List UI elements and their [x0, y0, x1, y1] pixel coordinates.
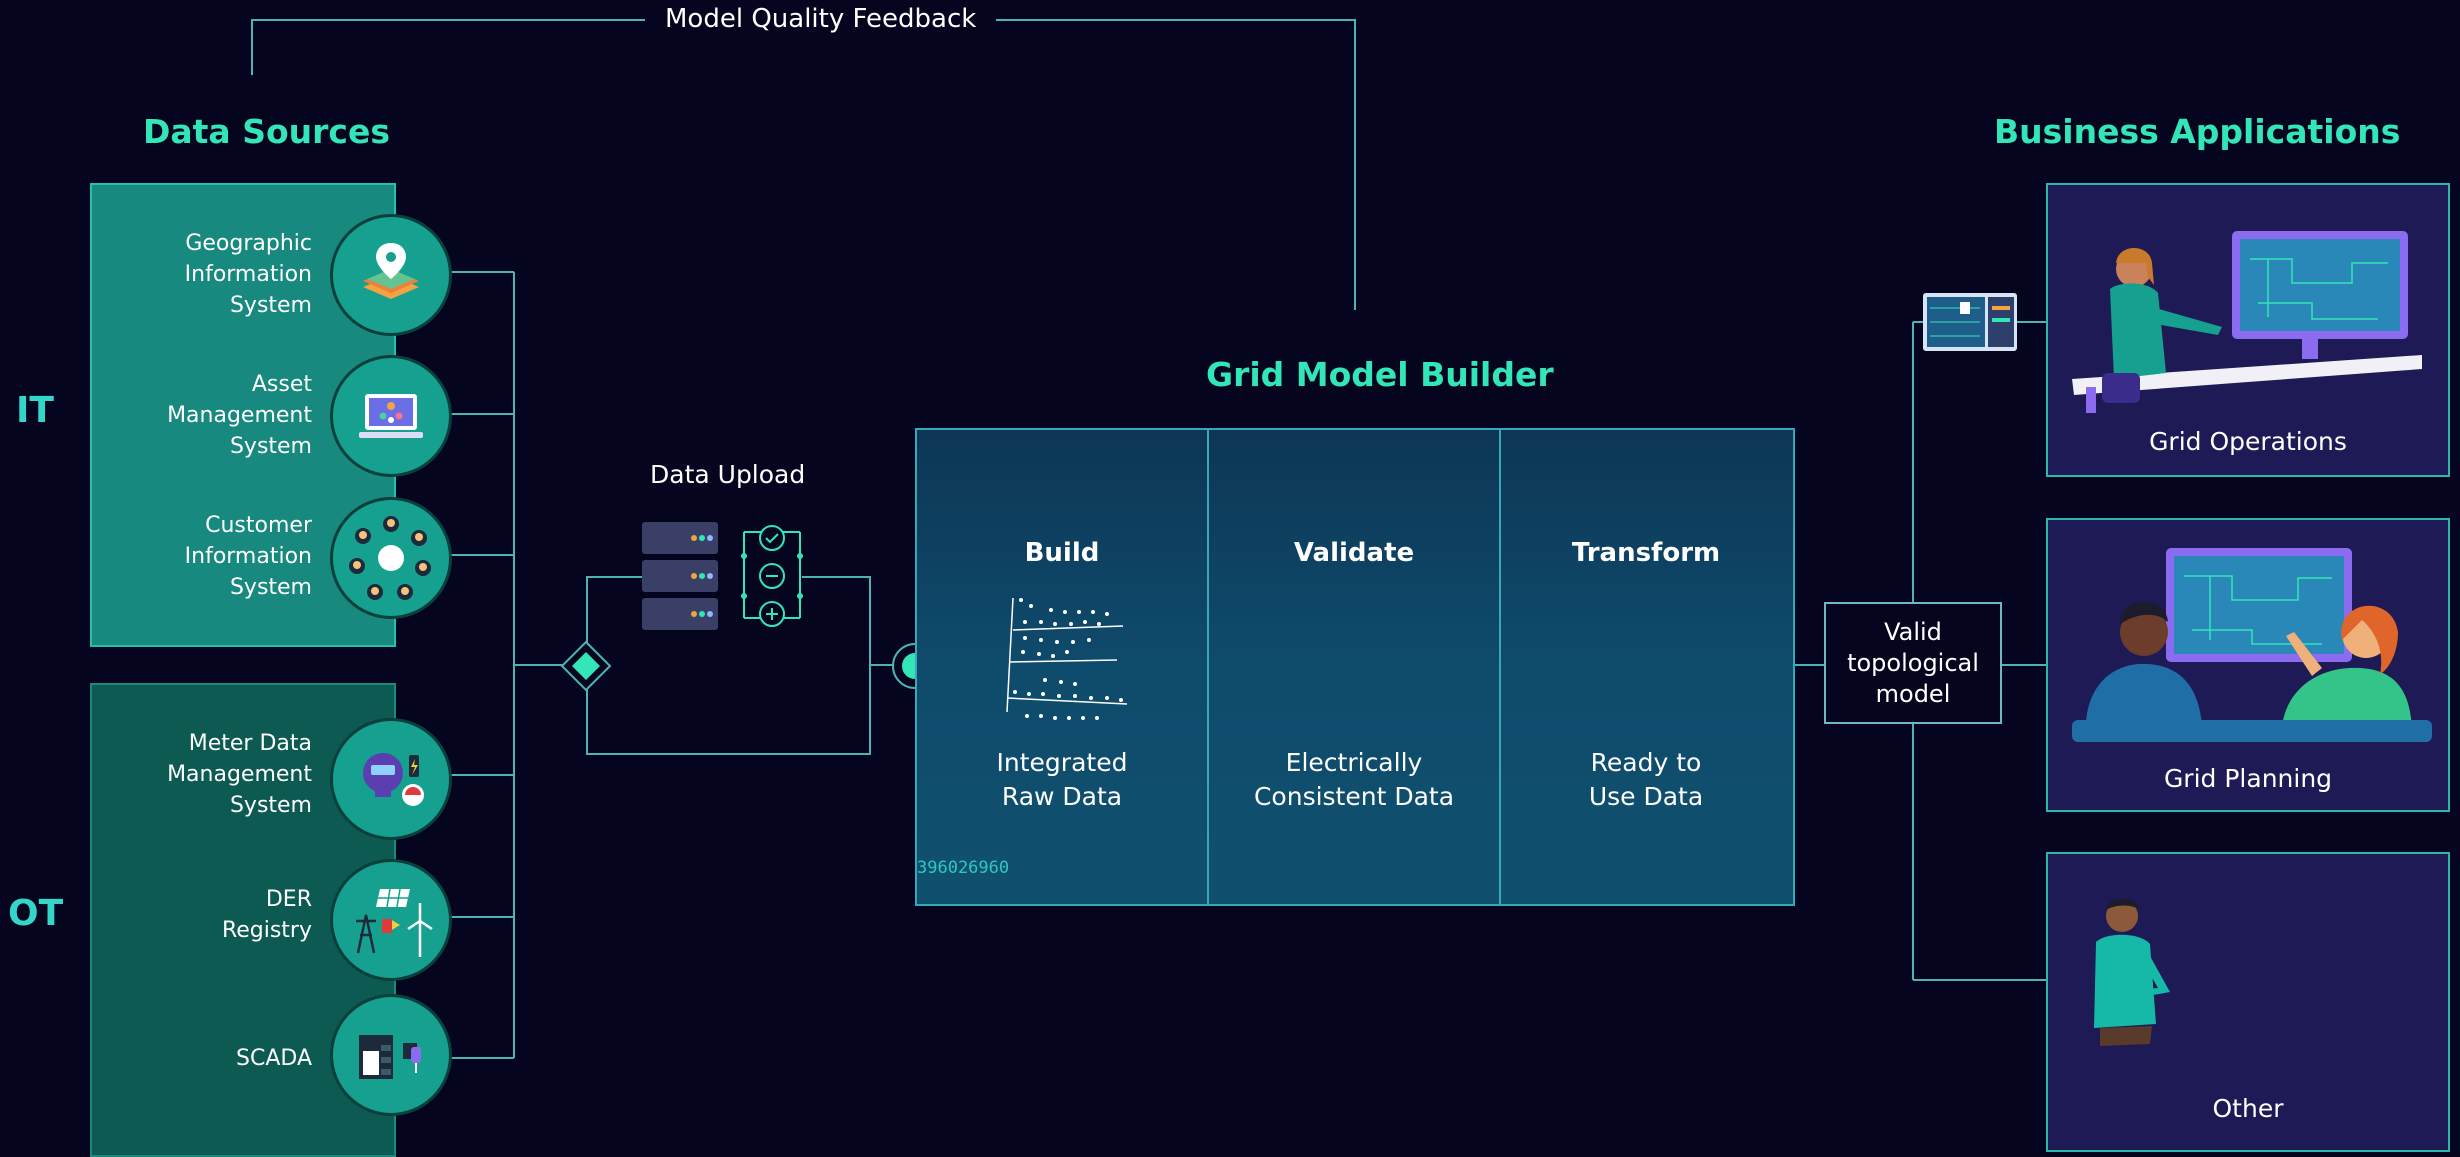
it-label: IT — [16, 390, 54, 431]
source-label-gis: Geographic Information System — [184, 231, 312, 318]
step-transform-title: Transform — [1571, 538, 1721, 568]
app-grid-planning[interactable]: Grid Planning — [2046, 518, 2450, 812]
source-gis[interactable] — [330, 214, 452, 336]
dashboard-thumbnail-icon — [1923, 293, 2017, 351]
app-grid-operations[interactable]: Grid Operations — [2046, 183, 2450, 477]
check-icon — [759, 525, 785, 551]
server-icon — [642, 522, 718, 630]
step-transform-desc: Ready to Use Data — [1588, 748, 1704, 811]
app-grid-planning-label: Grid Planning — [2163, 764, 2333, 793]
raw-data-scatter-icon — [1006, 597, 1128, 720]
source-label-ams: Asset Management System — [167, 372, 312, 459]
source-ams[interactable] — [330, 355, 452, 477]
laptop-icon — [359, 394, 423, 438]
planning-team-icon — [2072, 548, 2432, 742]
step-validate-desc: Electrically Consistent Data — [1253, 748, 1455, 811]
person-icon — [2094, 898, 2170, 1046]
grid-model-builder-title: Grid Model Builder — [1206, 355, 1554, 394]
meter-icon — [363, 753, 424, 806]
builder-code-text: 396026960 — [917, 858, 1010, 878]
source-mdms[interactable] — [330, 718, 452, 840]
data-sources-title: Data Sources — [143, 112, 390, 151]
source-scada[interactable] — [330, 994, 452, 1116]
app-grid-operations-label: Grid Operations — [2149, 427, 2347, 456]
ot-label: OT — [8, 893, 64, 934]
people-network-icon — [349, 516, 431, 600]
builder-divider-1 — [1207, 430, 1209, 904]
app-other-label: Other — [2212, 1094, 2284, 1123]
step-build-title: Build — [1024, 538, 1100, 568]
gateway-diamond — [560, 640, 612, 692]
app-other[interactable]: Other — [2046, 852, 2450, 1152]
source-label-der: DER Registry — [221, 887, 312, 943]
map-pin-icon — [363, 243, 419, 299]
feedback-label: Model Quality Feedback — [645, 4, 997, 34]
scada-icon — [359, 1035, 421, 1079]
source-der[interactable] — [330, 859, 452, 981]
grid-model-builder-panel: Build Validate Transform Integrated Raw … — [915, 428, 1795, 906]
source-label-scada: SCADA — [236, 1046, 312, 1071]
step-validate-title: Validate — [1293, 538, 1415, 568]
solar-wind-icon — [356, 888, 433, 957]
operator-desk-icon — [2072, 231, 2422, 413]
source-label-cis: Customer Information System — [184, 513, 312, 600]
builder-divider-2 — [1499, 430, 1501, 904]
step-build-desc: Integrated Raw Data — [996, 748, 1128, 811]
valid-topological-model-box: Valid topological model — [1824, 602, 2002, 724]
source-label-mdms: Meter Data Management System — [167, 731, 312, 818]
source-cis[interactable] — [330, 497, 452, 619]
data-upload-icons — [642, 522, 803, 630]
business-applications-title: Business Applications — [1994, 112, 2401, 151]
data-upload-label: Data Upload — [650, 460, 806, 489]
